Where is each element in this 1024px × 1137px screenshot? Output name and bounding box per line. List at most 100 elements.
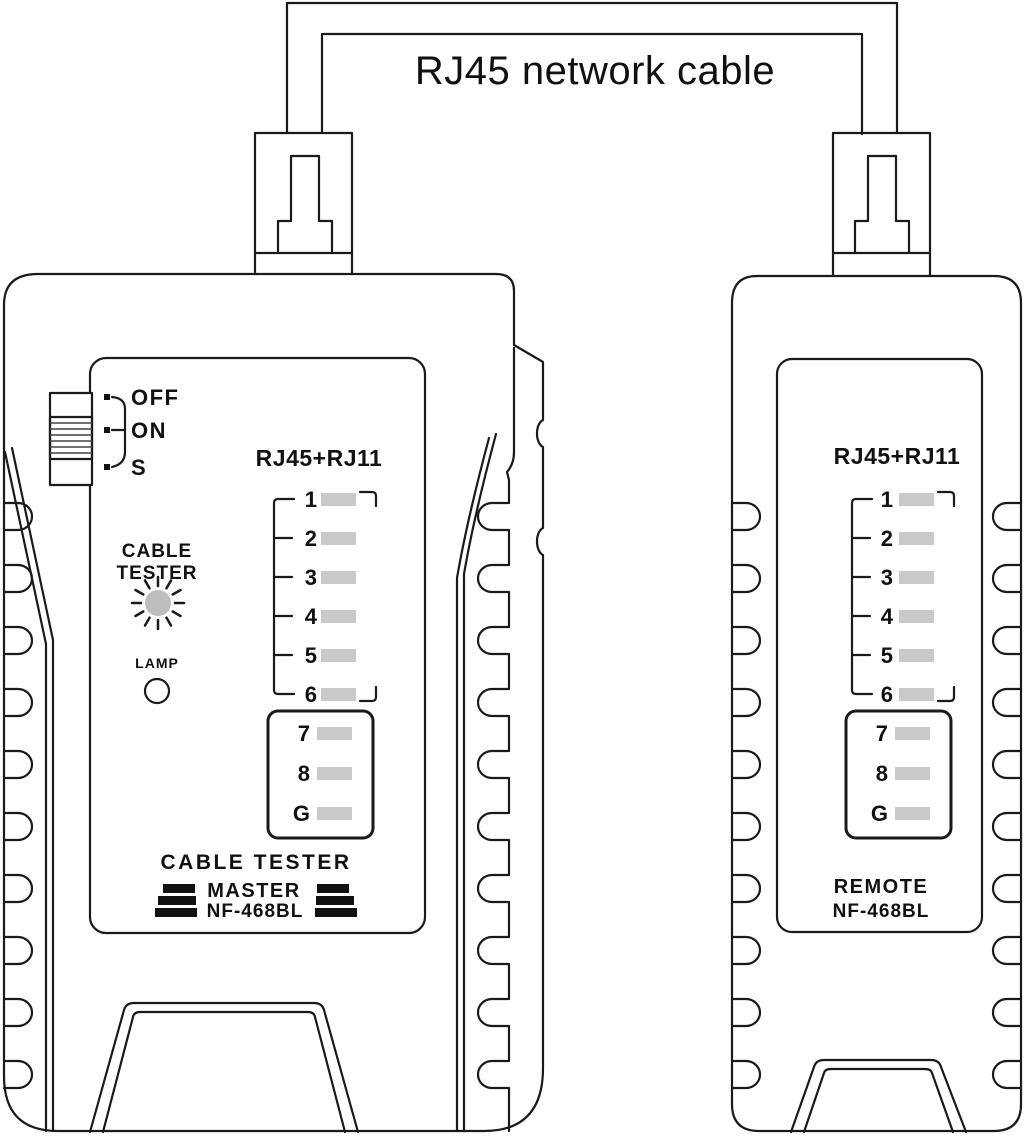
position-dot [104,394,110,400]
pin-bracket-left [272,497,296,696]
aux-led-box: 7 8 G [266,709,375,840]
pin-bracket-hook-bottom [936,685,956,703]
led-row: 1 [881,487,934,512]
pin-label: 2 [305,526,317,551]
rj45-plug-left [253,131,354,276]
pin-label: 7 [298,721,310,746]
led-row: G [871,801,930,826]
led-row: 4 [305,604,356,629]
socket-inner [802,1067,955,1134]
socket-outer [789,1058,968,1134]
pin-label: 3 [881,565,893,590]
switch-label-off: OFF [131,385,180,410]
led-row: 4 [881,604,934,629]
socket-inner [101,1010,347,1134]
led-row: 3 [305,565,356,590]
position-dot [104,464,110,470]
rj45-plug-right [831,131,932,278]
led-indicator [895,727,930,740]
plug-neck [253,251,354,276]
pin-label: 5 [305,643,317,668]
power-switch [48,391,94,487]
footer-title: CABLE TESTER [160,851,351,874]
led-row: 6 [881,682,934,707]
pin-label: 4 [305,604,318,629]
grip-bars-left [155,884,197,917]
led-indicator [317,807,352,820]
pin-label: 8 [876,761,888,786]
led-indicator [895,767,930,780]
led-row: 3 [881,565,934,590]
role-label: REMOTE [834,876,929,898]
cable-outer-line [285,1,899,135]
port-label: RJ45+RJ11 [834,443,961,469]
pin-bracket-hook-bottom [358,685,378,703]
master-unit: OFF ON S CABLE TESTER [2,272,545,1134]
switch-label-s: S [131,455,147,480]
remote-body-outline [730,274,1023,1133]
led-row: 5 [881,643,934,668]
led-indicator [321,493,356,506]
pin-label: 3 [305,565,317,590]
port-label: RJ45+RJ11 [256,445,383,471]
lamp-circle [143,677,171,705]
model-label: NF-468BL [207,901,304,922]
pin-label: 6 [881,682,893,707]
plug-body [831,131,932,255]
grip-bars-right [315,884,357,917]
led-column: 1 2 3 4 5 6 [272,487,378,707]
led-column: 1 2 3 4 5 6 [850,487,956,707]
pin-label: 7 [876,721,888,746]
burst-core [145,590,171,616]
cable-label: RJ45 network cable [415,49,775,93]
remote-branding: REMOTE NF-468BL [833,876,929,922]
position-dot [104,427,110,433]
led-indicator [321,532,356,545]
pin-label: 2 [881,526,893,551]
switch-knob [48,415,94,461]
sidewall-lines-right [455,432,498,1133]
aux-box-outline [844,709,953,840]
switch-knob-ridges [50,422,92,454]
pin-label: 6 [305,682,317,707]
master-faceplate [88,356,427,935]
tester-indicator: CABLE TESTER [117,541,196,631]
cable-inner-line [320,32,864,136]
led-indicator [899,649,934,662]
burst-icon [130,575,186,631]
led-row: 2 [305,526,356,551]
pin-label: 5 [881,643,893,668]
pin-bracket-left [850,497,874,696]
pin-label: G [871,801,888,826]
master-branding: CABLE TESTER MASTER NF-468BL [155,851,357,922]
lamp-indicator: LAMP [135,655,179,705]
led-row: 7 [876,721,930,746]
switch-body [48,391,94,487]
plug-clip [853,154,911,254]
led-indicator [899,571,934,584]
led-indicator [321,610,356,623]
switch-positions: OFF ON S [104,385,180,480]
socket-opening [88,1001,360,1134]
led-indicator [899,610,934,623]
master-body-outline [2,272,545,1133]
led-indicator [317,727,352,740]
led-row: 2 [881,526,934,551]
led-row: 6 [305,682,356,707]
lamp-label: LAMP [135,655,179,671]
led-indicator [899,493,934,506]
led-row: 5 [305,643,356,668]
led-row: 8 [298,761,352,786]
grip-ridges [730,501,762,1090]
led-indicator [321,688,356,701]
led-indicator [899,532,934,545]
led-row: G [293,801,352,826]
sidewall-lines-left [3,446,55,1133]
plug-neck [831,251,932,278]
led-indicator [321,649,356,662]
pin-label: 4 [881,604,894,629]
grip-ridges [476,346,516,1133]
role-label: MASTER [207,880,300,902]
